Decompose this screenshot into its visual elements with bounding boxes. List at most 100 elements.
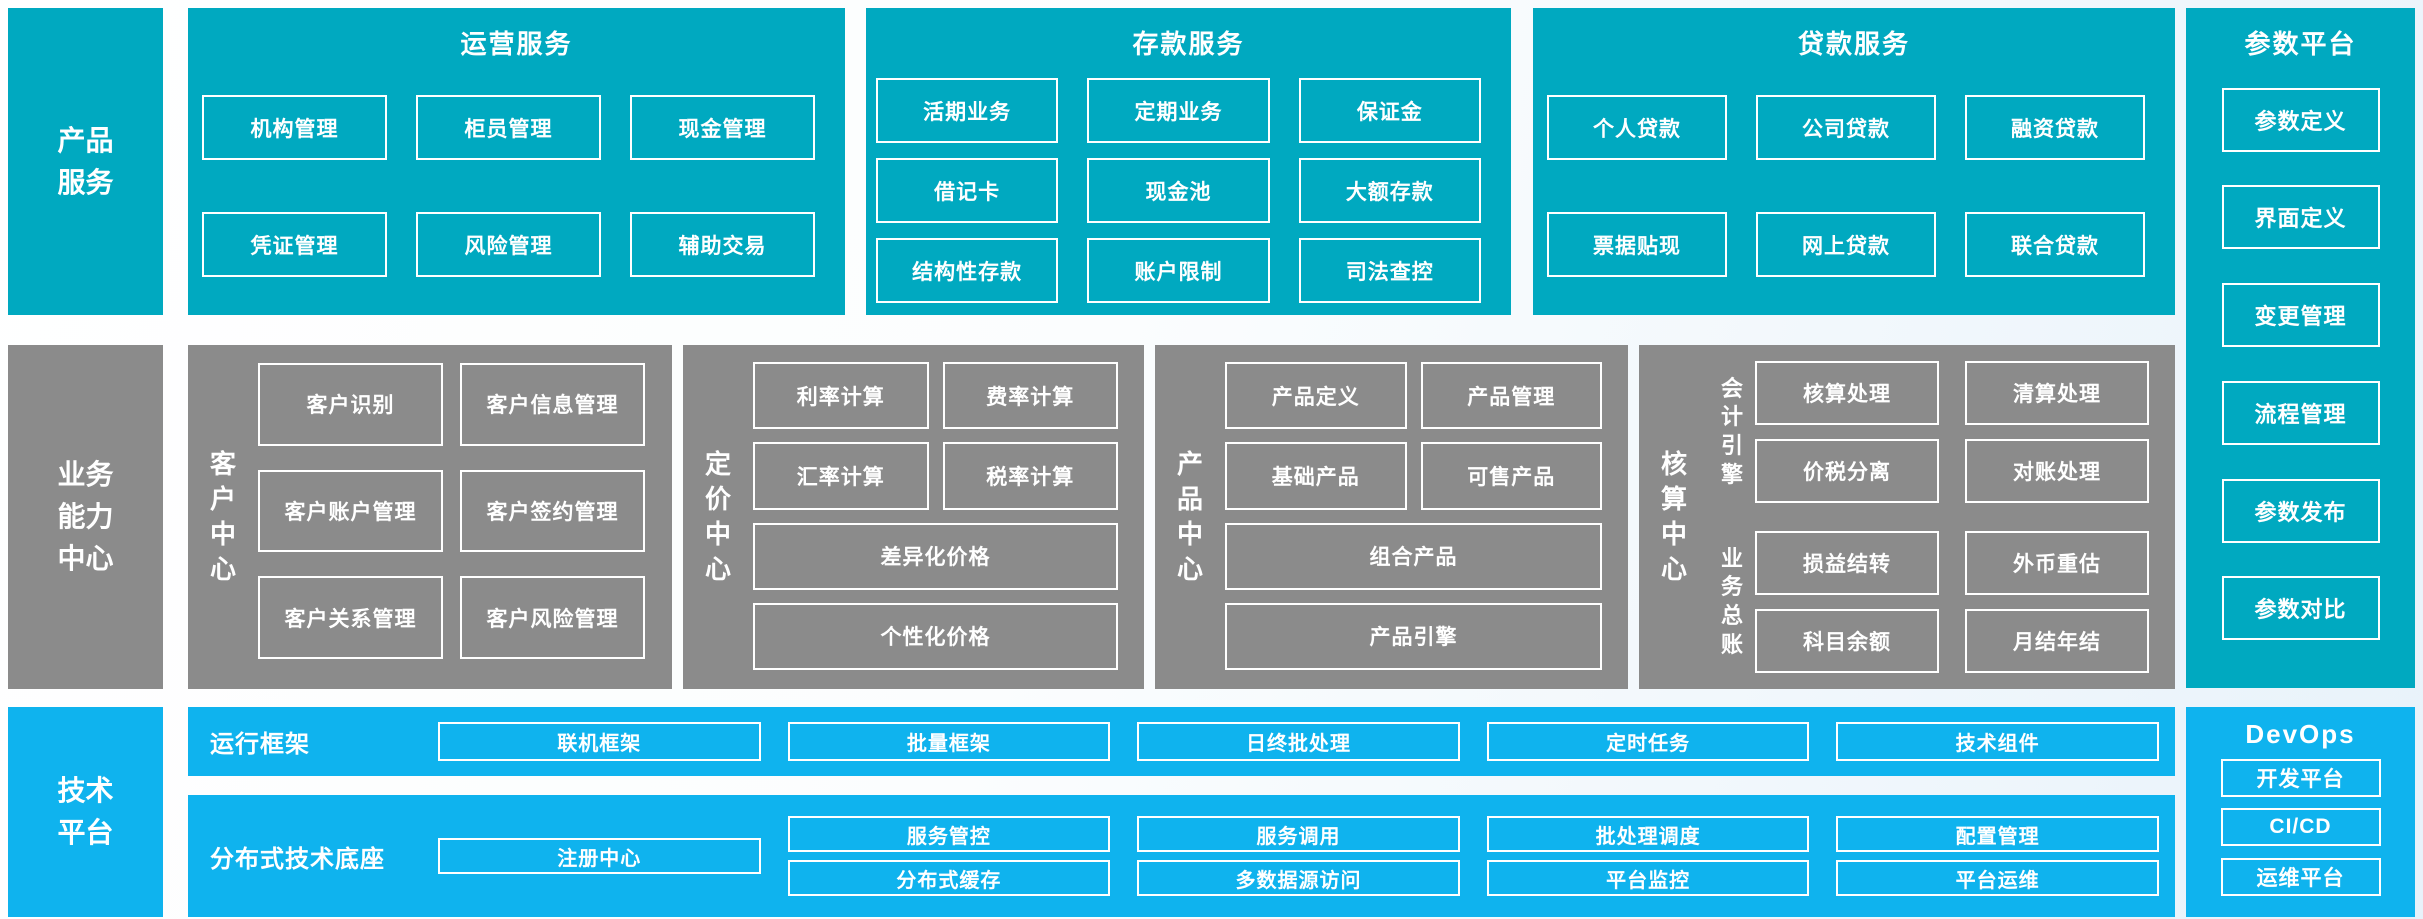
distributed-column: 服务管控 分布式缓存 — [787, 816, 1111, 896]
service-box: 公司贷款 — [1756, 95, 1936, 160]
param-box: 参数对比 — [2221, 576, 2380, 641]
rail-business-capability-label: 业务能力中心 — [57, 459, 114, 574]
operations-grid: 机构管理 柜员管理 现金管理 凭证管理 风险管理 辅助交易 — [188, 50, 845, 317]
registry-column: 注册中心 — [438, 838, 761, 874]
distributed-column: 配置管理 平台运维 — [1836, 816, 2159, 896]
params-stack: 参数定义 界面定义 变更管理 流程管理 参数发布 参数对比 — [2186, 50, 2415, 688]
rail-tech-platform-label: 技术平台 — [57, 775, 114, 848]
devops-box: 开发平台 — [2220, 758, 2381, 797]
capability-box: 客户识别 — [258, 363, 443, 446]
panel-product-center: 产品中心 产品定义 产品管理 基础产品 可售产品 组合产品 产品引擎 — [1155, 345, 1628, 689]
runtime-framework-label: 运行框架 — [210, 731, 310, 758]
panel-pricing-center: 定价中心 利率计算 费率计算 汇率计算 税率计算 差异化价格 个性化价格 — [683, 345, 1144, 689]
service-box: 账户限制 — [1087, 238, 1270, 303]
service-box: 个人贷款 — [1547, 95, 1727, 160]
param-box: 变更管理 — [2221, 283, 2380, 348]
service-box: 柜员管理 — [416, 95, 601, 160]
tech-box: 联机框架 — [438, 722, 761, 761]
runtime-boxes: 联机框架 批量框架 日终批处理 定时任务 技术组件 — [438, 722, 2175, 761]
rail-tech-platform: 技术平台 — [8, 707, 163, 917]
panel-operations-services: 运营服务 机构管理 柜员管理 现金管理 凭证管理 风险管理 辅助交易 — [188, 8, 845, 315]
rail-product-services: 产品服务 — [8, 8, 163, 315]
devops-box: 运维平台 — [2220, 857, 2381, 896]
tech-box: 批处理调度 — [1486, 816, 1810, 852]
business-ledger-group: 业务总账 损益结转 外币重估 科目余额 月结年结 — [1709, 531, 2149, 673]
tech-box: 分布式缓存 — [787, 860, 1111, 896]
accounting-engine-label: 会计引擎 — [1720, 375, 1743, 487]
customer-center-label: 客户中心 — [209, 448, 236, 585]
tech-box: 平台监控 — [1486, 860, 1810, 896]
capability-box: 核算处理 — [1755, 361, 1939, 425]
capability-box: 科目余额 — [1755, 609, 1939, 673]
capability-box: 客户风险管理 — [460, 576, 645, 659]
business-ledger-label-wrap: 业务总账 — [1709, 545, 1755, 659]
tech-box: 服务管控 — [787, 816, 1111, 852]
accounting-center-label: 核算中心 — [1660, 448, 1687, 585]
capability-box: 产品管理 — [1420, 362, 1602, 430]
tech-box: 多数据源访问 — [1137, 860, 1460, 896]
tech-box: 定时任务 — [1486, 722, 1810, 761]
service-box: 现金管理 — [630, 95, 815, 160]
accounting-engine-grid: 核算处理 清算处理 价税分离 对账处理 — [1755, 361, 2149, 503]
param-box: 界面定义 — [2221, 185, 2380, 250]
capability-box: 客户账户管理 — [258, 469, 443, 553]
pricing-center-label-wrap: 定价中心 — [683, 345, 753, 689]
service-box: 网上贷款 — [1756, 212, 1936, 277]
panel-deposits-title: 存款服务 — [1132, 29, 1245, 59]
deposits-grid: 活期业务 定期业务 保证金 借记卡 现金池 大额存款 结构性存款 账户限制 司法… — [866, 50, 1511, 316]
service-box: 司法查控 — [1298, 238, 1481, 303]
panel-devops-title: DevOps — [2245, 719, 2356, 749]
service-box: 联合贷款 — [1965, 212, 2145, 277]
service-box: 大额存款 — [1298, 158, 1481, 223]
devops-stack: 开发平台 CI/CD 运维平台 — [2186, 745, 2415, 917]
service-box: 辅助交易 — [630, 212, 815, 277]
pricing-grid: 利率计算 费率计算 汇率计算 税率计算 差异化价格 个性化价格 — [753, 345, 1144, 689]
capability-box: 基础产品 — [1225, 442, 1407, 510]
distributed-column: 批处理调度 平台监控 — [1486, 816, 1810, 896]
customer-grid: 客户识别 客户信息管理 客户账户管理 客户签约管理 客户关系管理 客户风险管理 — [258, 345, 672, 689]
service-box: 结构性存款 — [876, 238, 1059, 303]
capability-box: 利率计算 — [753, 362, 929, 430]
bar-runtime-framework: 运行框架 联机框架 批量框架 日终批处理 定时任务 技术组件 — [188, 707, 2175, 776]
accounting-groups: 会计引擎 核算处理 清算处理 价税分离 对账处理 业务总账 损益结转 外币重估 … — [1709, 345, 2175, 689]
capability-box: 清算处理 — [1965, 361, 2149, 425]
accounting-engine-label-wrap: 会计引擎 — [1709, 375, 1755, 489]
tech-box: 注册中心 — [438, 838, 761, 874]
capability-box: 产品定义 — [1225, 362, 1407, 430]
param-box: 参数发布 — [2221, 478, 2380, 543]
panel-parameter-platform: 参数平台 参数定义 界面定义 变更管理 流程管理 参数发布 参数对比 — [2186, 8, 2415, 688]
capability-box: 可售产品 — [1420, 442, 1602, 510]
tech-box: 技术组件 — [1836, 722, 2159, 761]
product-grid: 产品定义 产品管理 基础产品 可售产品 组合产品 产品引擎 — [1225, 345, 1628, 689]
tech-box: 平台运维 — [1836, 860, 2159, 896]
panel-loan-services: 贷款服务 个人贷款 公司贷款 融资贷款 票据贴现 网上贷款 联合贷款 — [1533, 8, 2175, 315]
panel-operations-title: 运营服务 — [460, 29, 573, 59]
capability-box: 汇率计算 — [753, 442, 929, 510]
capability-box: 价税分离 — [1755, 439, 1939, 503]
product-center-label-wrap: 产品中心 — [1155, 345, 1225, 689]
panel-deposit-services: 存款服务 活期业务 定期业务 保证金 借记卡 现金池 大额存款 结构性存款 账户… — [866, 8, 1511, 315]
service-box: 借记卡 — [876, 158, 1059, 223]
panel-customer-center: 客户中心 客户识别 客户信息管理 客户账户管理 客户签约管理 客户关系管理 客户… — [188, 345, 672, 689]
capability-box: 税率计算 — [942, 442, 1118, 510]
product-center-label: 产品中心 — [1176, 448, 1203, 585]
tech-box: 配置管理 — [1836, 816, 2159, 852]
service-box: 凭证管理 — [202, 212, 387, 277]
capability-box: 外币重估 — [1965, 531, 2149, 595]
accounting-center-label-wrap: 核算中心 — [1639, 345, 1709, 689]
param-box: 流程管理 — [2221, 380, 2380, 445]
tech-box: 服务调用 — [1137, 816, 1460, 852]
service-box: 定期业务 — [1087, 78, 1270, 143]
capability-box: 组合产品 — [1225, 522, 1602, 590]
panel-devops: DevOps 开发平台 CI/CD 运维平台 — [2186, 707, 2415, 917]
rail-product-services-label: 产品服务 — [57, 124, 114, 198]
business-ledger-label: 业务总账 — [1720, 545, 1743, 657]
service-box: 融资贷款 — [1965, 95, 2145, 160]
loans-grid: 个人贷款 公司贷款 融资贷款 票据贴现 网上贷款 联合贷款 — [1533, 50, 2175, 317]
distributed-boxes: 注册中心 服务管控 分布式缓存 服务调用 多数据源访问 批处理调度 平台监控 配… — [438, 816, 2175, 896]
panel-accounting-center: 核算中心 会计引擎 核算处理 清算处理 价税分离 对账处理 业务总账 损 — [1639, 345, 2175, 689]
capability-box: 客户信息管理 — [460, 363, 645, 446]
business-ledger-grid: 损益结转 外币重估 科目余额 月结年结 — [1755, 531, 2149, 673]
service-box: 票据贴现 — [1547, 212, 1727, 277]
service-box: 活期业务 — [876, 78, 1059, 143]
